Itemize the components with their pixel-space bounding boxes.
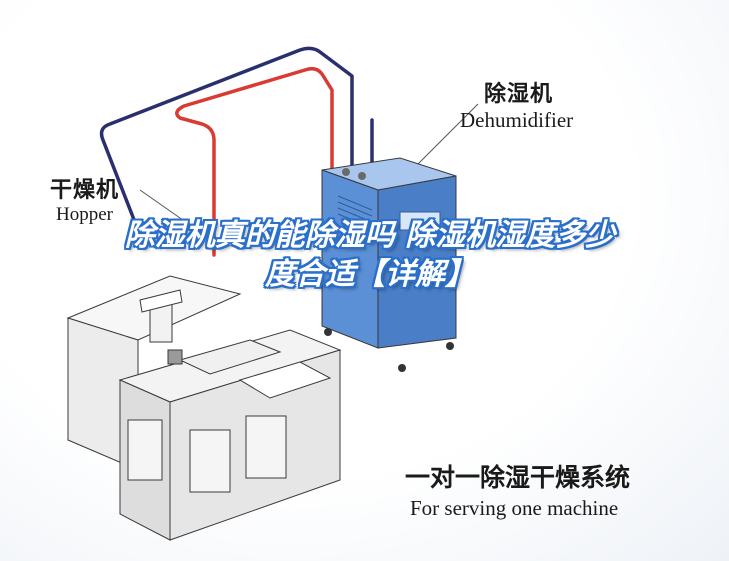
return-pipe-red xyxy=(175,66,334,257)
leader-lines xyxy=(139,103,479,233)
dehumidifier-label-cn: 除湿机 xyxy=(484,82,554,107)
overlay-title: 除湿机真的能除湿吗 除湿机湿度多少度合适【详解】 xyxy=(124,218,616,292)
hopper-label-en: Hopper xyxy=(56,204,113,225)
system-caption-en: For serving one machine xyxy=(410,496,619,520)
dehumidifier-label-en: Dehumidifier xyxy=(460,108,574,132)
hopper-label-cn: 干燥机 xyxy=(50,178,120,203)
molding-machine xyxy=(66,275,342,541)
system-caption-cn: 一对一除湿干燥系统 xyxy=(405,463,631,492)
dehumidifier-unit xyxy=(321,157,457,372)
supply-pipe-navy xyxy=(99,46,354,250)
